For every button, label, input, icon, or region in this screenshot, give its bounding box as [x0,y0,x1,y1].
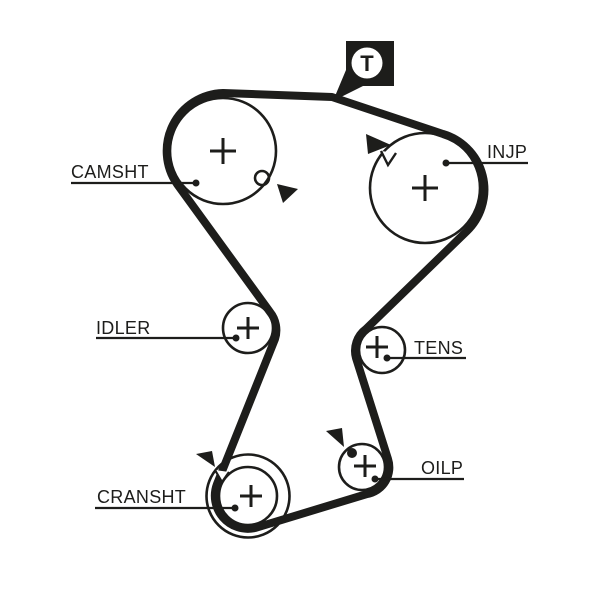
label-injp: INJP [487,142,527,162]
camsht-pointer-triangle-icon [277,184,298,203]
camsht-center-cross-icon [210,138,236,164]
timing-belt-path [162,89,489,533]
pulley-tens-circle [357,325,407,375]
timing-mark-letter: T [360,51,374,76]
idler-center-cross-icon [237,317,259,339]
leader-dot-tens [383,354,391,362]
pulley-injp-circle [368,131,482,245]
label-cransht: CRANSHT [97,487,186,507]
pulley-cransht-outer-circle [205,453,291,539]
injp-center-cross-icon [412,175,438,201]
leader-dot-oilp [371,475,379,483]
timing-mark-bubble-circle [351,47,383,79]
label-oilp: OILP [421,458,463,478]
oilp-center-cross-icon [354,455,376,477]
oilp-pointer-triangle-icon [326,428,344,447]
camsht-alignment-hole-icon [253,169,271,187]
leader-dot-cransht [231,504,239,512]
label-idler: IDLER [96,318,151,338]
label-camsht: CAMSHT [71,162,149,182]
injp-pointer-triangle-icon [366,134,391,154]
timing-mark-bubble-icon: T [333,41,394,101]
cransht-center-cross-icon [240,485,262,507]
tens-center-cross-icon [366,336,388,358]
cransht-pointer-triangle-icon [196,451,215,467]
leader-dot-camsht [192,179,200,187]
oilp-alignment-dot-icon [347,448,357,458]
leader-dot-idler [232,334,240,342]
cransht-v-notch-icon [214,469,230,485]
pulley-oilp-circle [337,442,387,492]
leader-dot-injp [442,159,450,167]
label-tens: TENS [414,338,463,358]
injp-v-notch-icon [379,150,397,168]
